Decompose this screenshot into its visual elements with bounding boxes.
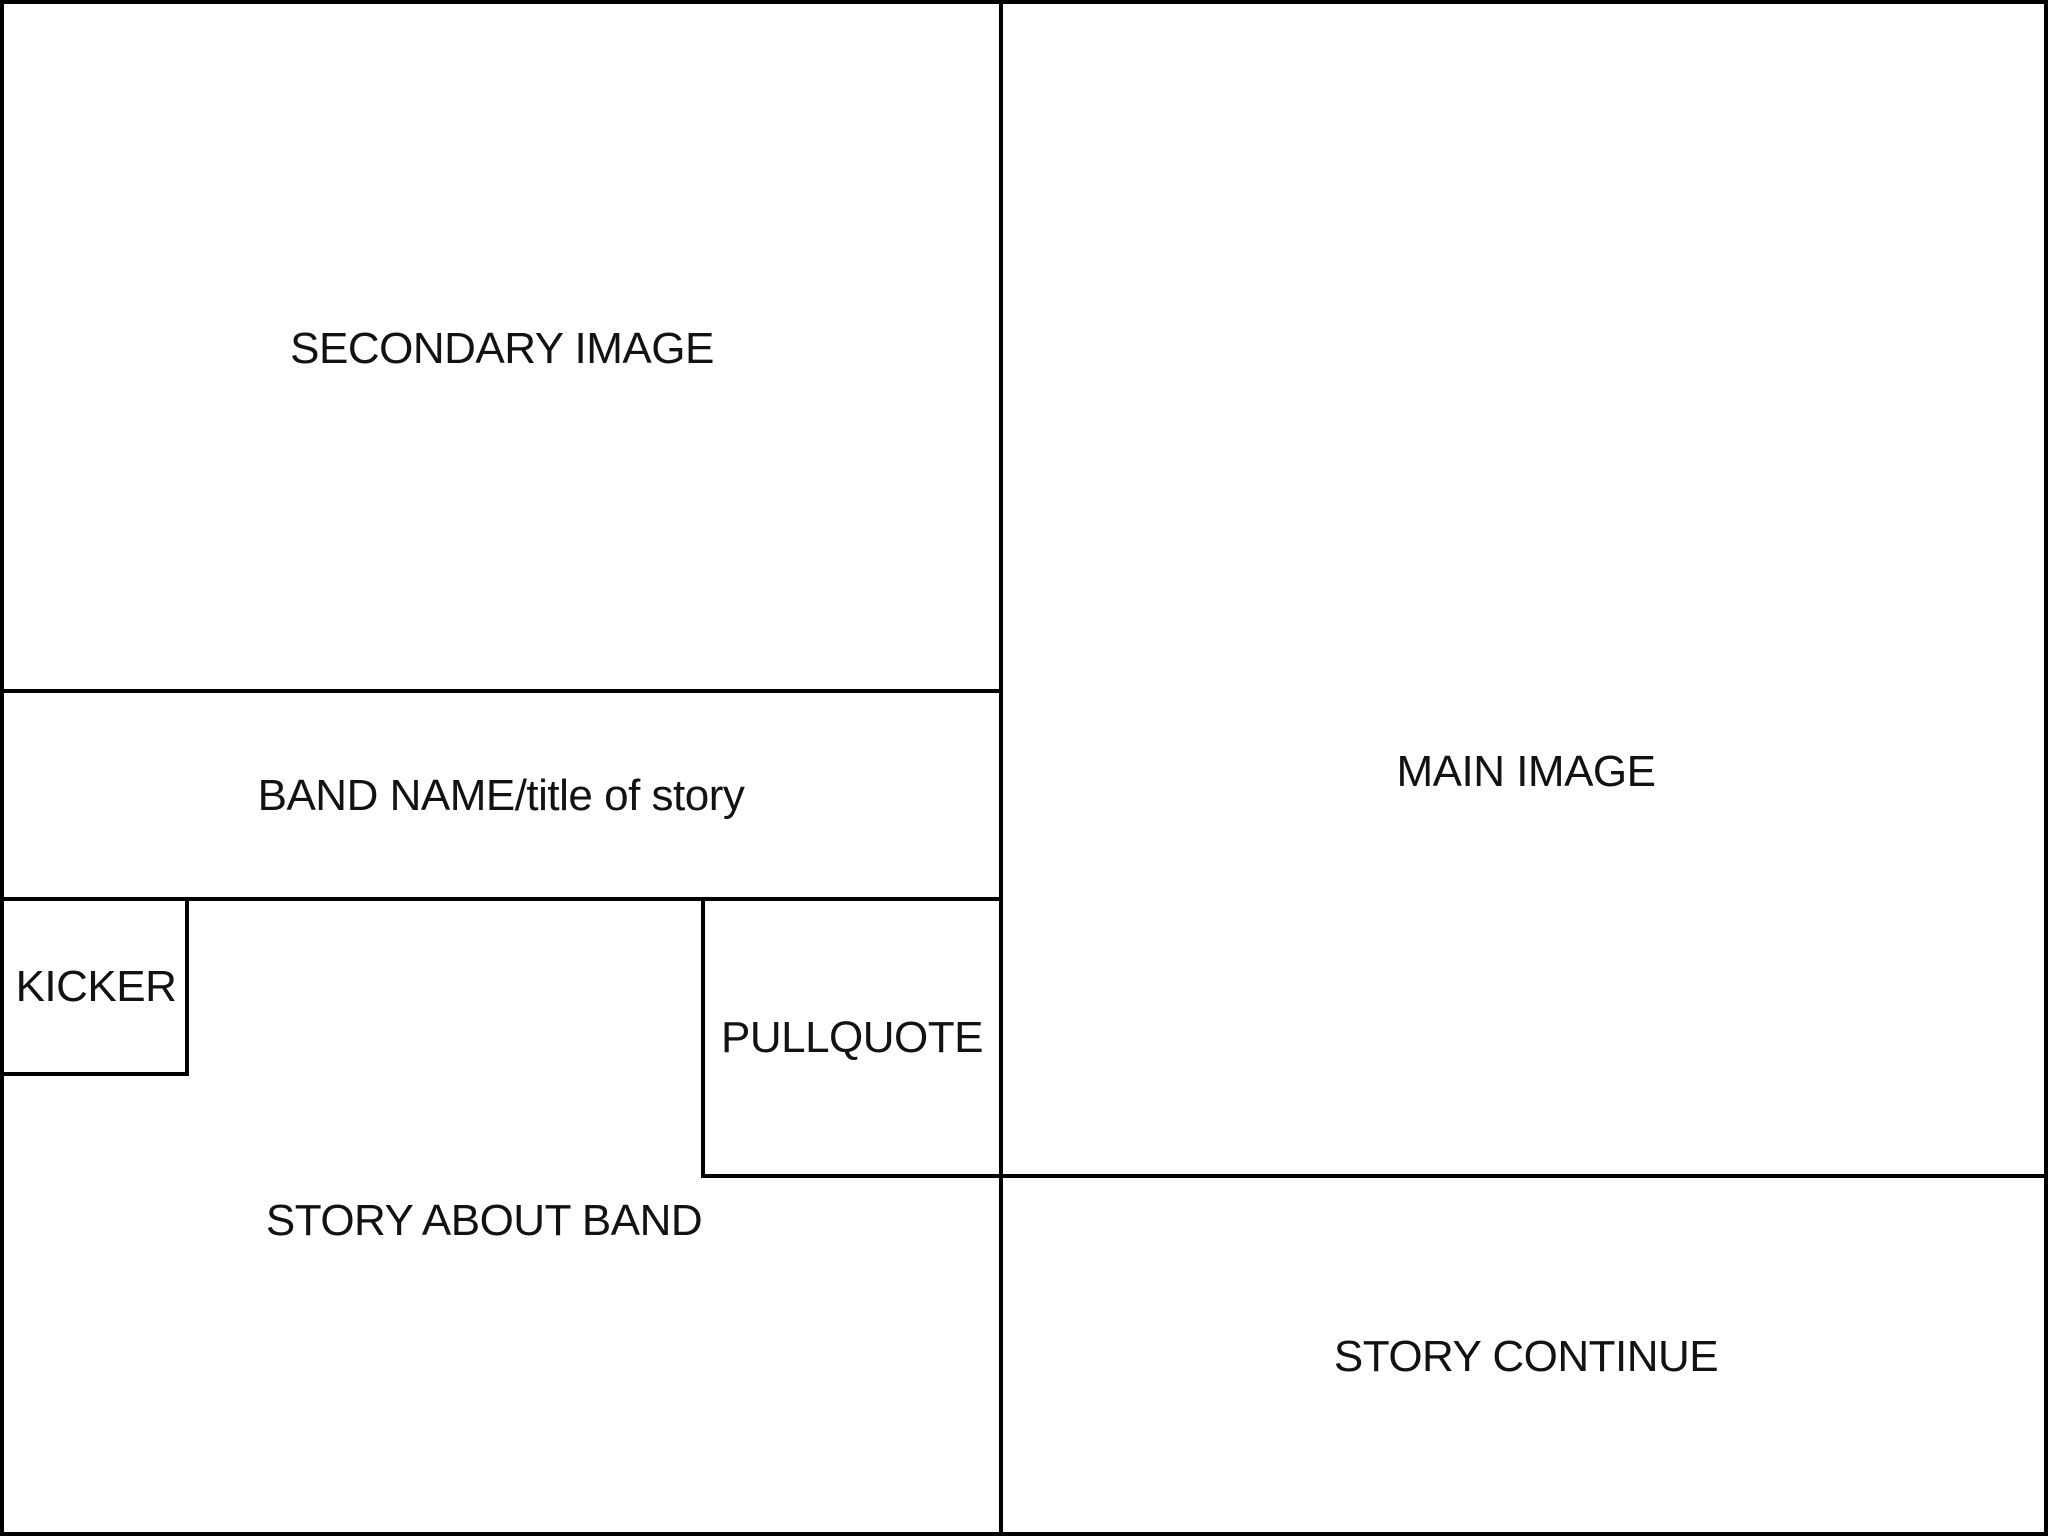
kicker-box (4, 897, 189, 1076)
main-image-label: MAIN IMAGE (1396, 747, 1656, 796)
kicker-label: KICKER (15, 962, 177, 1011)
column-divider-line (999, 4, 1003, 1532)
pullquote-label: PULLQUOTE (720, 1013, 984, 1062)
secondary-image-bottom-rule (4, 689, 1001, 693)
band-name-bottom-rule (4, 897, 1001, 901)
secondary-image-label: SECONDARY IMAGE (290, 324, 714, 373)
pullquote-box (701, 897, 1003, 1178)
band-name-label: BAND NAME/title of story (257, 771, 745, 820)
story-continue-label: STORY CONTINUE (1333, 1332, 1719, 1381)
main-image-bottom-rule (999, 1174, 2044, 1178)
story-about-band-label: STORY ABOUT BAND (265, 1196, 703, 1245)
